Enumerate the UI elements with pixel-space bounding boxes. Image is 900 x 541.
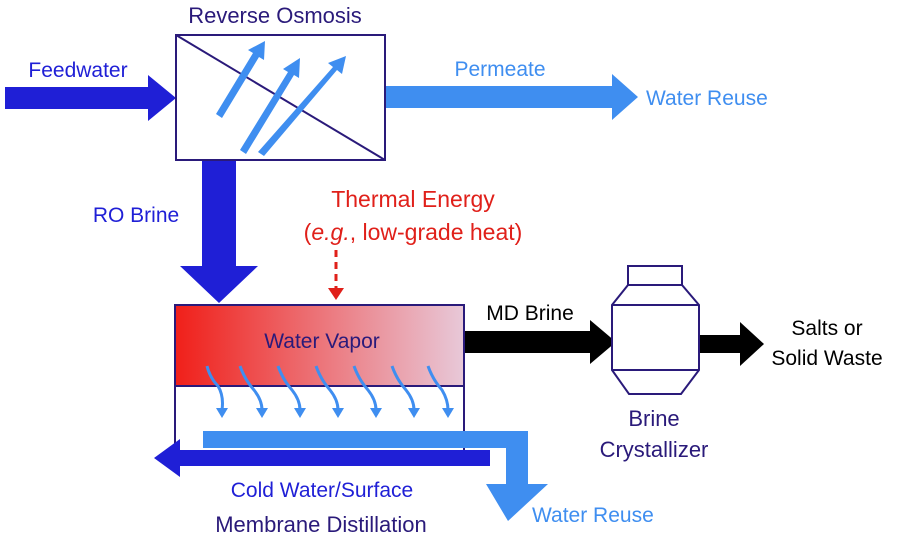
salts-label-line1: Salts or: [791, 317, 862, 340]
permeate-arrow: [385, 74, 638, 120]
brine-crystallizer-label-line2: Crystallizer: [600, 437, 709, 462]
reverse-osmosis-label: Reverse Osmosis: [188, 3, 362, 28]
vapor-flow-arrowheads: [216, 408, 454, 418]
brine-crystallizer-label-line1: Brine: [628, 406, 679, 431]
membrane-distillation-label: Membrane Distillation: [215, 512, 427, 537]
cold-water-flow: [203, 431, 548, 521]
feedwater-label: Feedwater: [28, 59, 127, 82]
solid-waste-arrow: [699, 322, 764, 366]
thermal-energy-example: (e.g., low-grade heat): [304, 219, 523, 245]
water-vapor-label: Water Vapor: [264, 330, 380, 353]
permeate-label: Permeate: [454, 58, 545, 81]
brine-crystallizer-vessel: [611, 265, 700, 395]
feedwater-arrow: [5, 75, 176, 121]
md-brine-arrow: [465, 320, 616, 364]
cold-water-label: Cold Water/Surface: [231, 479, 413, 502]
vapor-flow-arrows: [205, 365, 450, 411]
md-brine-label: MD Brine: [486, 302, 574, 325]
cold-water-return-arrow: [154, 439, 490, 477]
ro-brine-label: RO Brine: [93, 204, 179, 227]
ro-brine-arrow: [180, 160, 258, 303]
reverse-osmosis-unit: [175, 34, 386, 161]
permeate-flow-arrows: [216, 41, 346, 156]
thermal-energy-label: Thermal Energy: [331, 186, 495, 212]
water-reuse-top-label: Water Reuse: [646, 87, 768, 110]
water-reuse-bottom-label: Water Reuse: [532, 504, 654, 527]
salts-label-line2: Solid Waste: [771, 347, 882, 370]
